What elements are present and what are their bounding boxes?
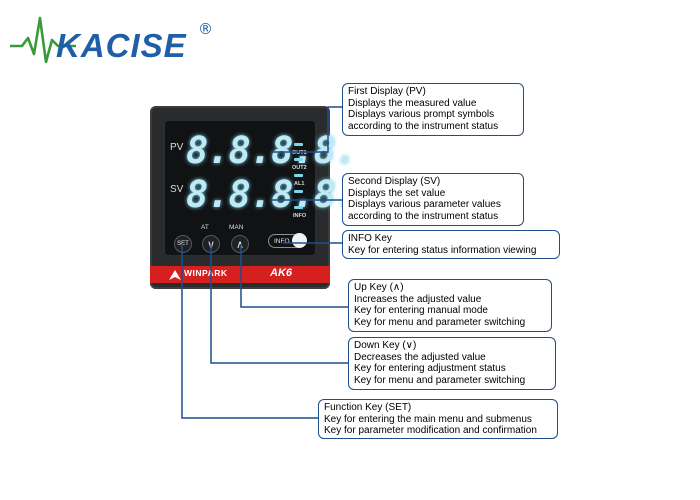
callout-title: Down Key (∨): [354, 340, 417, 351]
connector-set: [181, 244, 320, 419]
callout-line: Decreases the adjusted value: [354, 351, 486, 363]
callout-line: Key for entering status information view…: [348, 244, 537, 256]
al1-led: [294, 174, 303, 177]
callout-line: Key for entering adjustment status: [354, 363, 506, 374]
callout-line: according to the instrument status: [348, 120, 499, 132]
out1-led: [294, 143, 303, 146]
callout-function-key: Function Key (SET) Key for entering the …: [318, 399, 558, 439]
info-indicator: INFO: [293, 213, 307, 219]
callout-line: Increases the adjusted value: [354, 293, 482, 305]
out1-indicator: OUT1: [292, 150, 307, 156]
callout-line: Displays the set value: [348, 187, 446, 199]
callout-title: INFO Key: [348, 233, 392, 244]
brand-name: WINPARK: [184, 268, 228, 278]
callout-second-display: Second Display (SV) Displays the set val…: [342, 173, 524, 226]
callout-line: Displays the measured value: [348, 97, 477, 109]
controller-device: PV 8.8.8.8. SV 8.8.8.8. OUT1 OUT2 AL1 IN…: [150, 106, 357, 289]
waveform-icon: [10, 16, 76, 64]
callout-down-key: Down Key (∨) Decreases the adjusted valu…: [348, 337, 556, 390]
al1-indicator: AL1: [294, 181, 305, 187]
info-led: [294, 206, 303, 209]
callout-line: Key for menu and parameter switching: [354, 316, 526, 328]
callout-title: Function Key (SET): [324, 402, 412, 413]
callout-title: Second Display (SV): [348, 176, 441, 187]
at-label: AT: [201, 224, 209, 231]
callout-title: First Display (PV): [348, 86, 426, 97]
set-key-label: SET: [177, 241, 189, 247]
brand-band: WINPARK AK6: [150, 266, 330, 283]
al1-led-2: [294, 190, 303, 193]
up-key-label: ∧: [235, 238, 245, 251]
info-key-light: [292, 233, 307, 248]
pv-label: PV: [170, 142, 184, 153]
callout-first-display: First Display (PV) Displays the measured…: [342, 83, 524, 136]
man-label: MAN: [229, 224, 244, 231]
connector-up: [240, 244, 350, 308]
callout-line: Key for parameter modification and confi…: [324, 425, 537, 436]
display-panel: PV 8.8.8.8. SV 8.8.8.8. OUT1 OUT2 AL1 IN…: [164, 120, 357, 256]
callout-line: Key for entering manual mode: [354, 305, 488, 316]
logo-text: KACISE: [56, 27, 187, 64]
winpark-logo-icon: [169, 270, 181, 280]
registered-mark: ®: [198, 20, 213, 38]
connector-pv: [271, 106, 344, 153]
model-name: AK6: [270, 267, 293, 279]
callout-up-key: Up Key (∧) Increases the adjusted value …: [348, 279, 552, 332]
info-key[interactable]: INFO: [268, 233, 307, 248]
info-key-label: INFO: [274, 237, 290, 245]
callout-line: according to the instrument status: [348, 210, 499, 222]
set-key[interactable]: SET: [174, 235, 192, 253]
callout-line: Displays various prompt symbols: [348, 109, 495, 120]
callout-title: Up Key (∧): [354, 282, 404, 293]
sv-label: SV: [170, 184, 184, 195]
callout-line: Key for menu and parameter switching: [354, 374, 526, 386]
callout-line: Displays various parameter values: [348, 199, 501, 210]
out2-indicator: OUT2: [292, 165, 307, 171]
connector-down: [210, 244, 350, 364]
callout-line: Key for entering the main menu and subme…: [324, 413, 532, 425]
out2-led: [294, 158, 303, 161]
kacise-logo: KACISE ®: [8, 10, 218, 70]
callout-info-key: INFO Key Key for entering status informa…: [342, 230, 560, 259]
up-key[interactable]: ∧: [231, 235, 249, 253]
sv-display: 8.8.8.8.: [186, 173, 357, 216]
